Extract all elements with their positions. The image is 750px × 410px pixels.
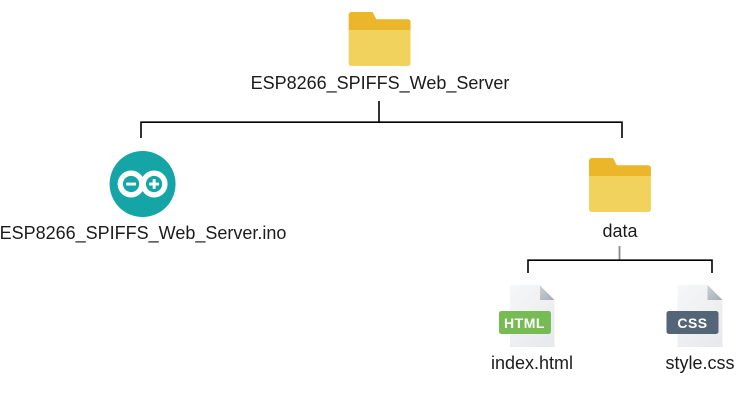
data-folder-label: data <box>602 221 638 241</box>
minus-glyph <box>126 182 137 186</box>
index-html-label: index.html <box>490 353 574 373</box>
page-fold-corner <box>539 285 555 300</box>
arduino-icon <box>110 151 176 217</box>
html-file-icon: HTML <box>498 285 555 347</box>
connector-level2 <box>527 259 713 273</box>
node-root-folder: ESP8266_SPIFFS_Web_Server <box>250 12 510 95</box>
page-fold-corner <box>707 285 723 300</box>
html-badge: HTML <box>498 311 551 334</box>
plus-glyph-v <box>153 179 156 189</box>
node-arduino-sketch: ESP8266_SPIFFS_Web_Server.ino <box>0 150 286 245</box>
folder-icon <box>589 158 651 212</box>
css-badge: CSS <box>666 311 719 334</box>
css-file-icon: CSS <box>666 285 723 347</box>
root-folder-label: ESP8266_SPIFFS_Web_Server <box>250 73 510 93</box>
node-index-html: HTML index.html <box>491 285 573 375</box>
folder-icon <box>349 12 411 66</box>
node-data-folder: data <box>589 158 651 243</box>
connector-level1 <box>140 121 623 138</box>
node-style-css: CSS style.css <box>665 285 735 375</box>
ino-file-label: ESP8266_SPIFFS_Web_Server.ino <box>0 223 287 243</box>
style-css-label: style.css <box>665 353 735 373</box>
